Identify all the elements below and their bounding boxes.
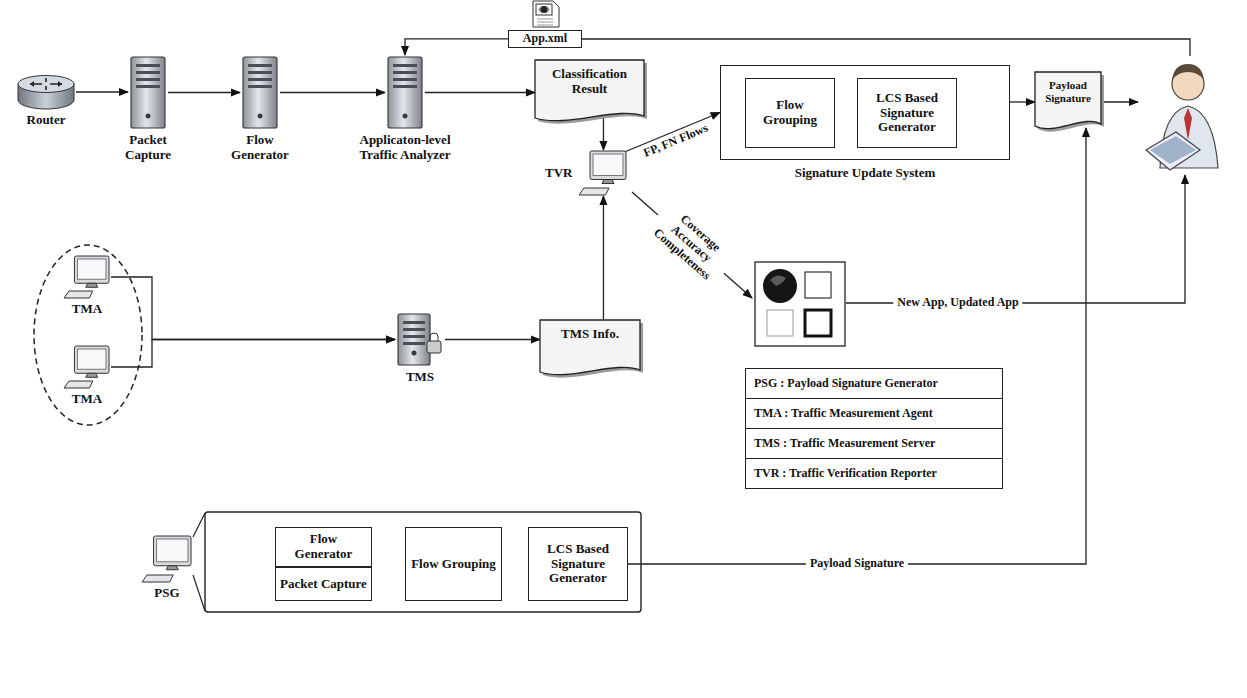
node-text: TVR — [545, 166, 572, 181]
node-text: LCS Based Signature Generator — [533, 542, 623, 587]
connector-arrow — [405, 39, 508, 55]
node-text: Flow Grouping — [411, 557, 496, 572]
device-icon — [385, 55, 425, 130]
device-node: TVR — [545, 150, 628, 196]
psg-callout — [193, 512, 641, 612]
connector-arrow — [425, 92, 535, 93]
device-node: TMA — [58, 345, 116, 407]
feedback-line — [582, 39, 1190, 56]
node-text: Classification Result — [539, 67, 640, 97]
legend-table-cell: TMA : Traffic Measurement Agent — [745, 398, 1003, 429]
pc-icon — [64, 256, 109, 298]
connector-arrow — [280, 92, 385, 93]
node-text: TMS — [406, 370, 434, 385]
process-box: Flow Generator — [275, 527, 372, 567]
administrator-figure — [1146, 64, 1218, 170]
device-node: TMS — [390, 312, 450, 385]
legend-table-cell: TVR : Traffic Verification Reporter — [745, 458, 1003, 489]
node-text: TMS Info. — [561, 327, 619, 342]
line-label: New App, Updated App — [893, 295, 1022, 311]
device-icon — [395, 312, 445, 367]
process-box: Packet Capture — [275, 567, 372, 601]
device-icon — [240, 55, 280, 130]
connector-arrow — [603, 116, 604, 150]
node-text: Signature Update System — [721, 166, 1009, 181]
pc-icon — [142, 536, 191, 582]
node-text: Payload Signature — [1039, 79, 1097, 104]
node-text: TMA — [72, 302, 102, 317]
pc-icon — [579, 151, 626, 195]
connector-arrow — [111, 340, 395, 368]
file-label-box: App.xml — [508, 30, 582, 48]
edge-label: Payload Signature — [806, 557, 908, 571]
new-app-line — [846, 175, 1185, 303]
pc-icon — [64, 346, 109, 388]
router-icon — [18, 76, 74, 110]
node-text: Packet Capture — [280, 577, 367, 592]
connector-arrow — [111, 277, 395, 340]
document-node: Classification Result — [535, 60, 644, 124]
node-text: Router — [27, 113, 66, 128]
device-node: Router — [10, 74, 82, 128]
xml-file-node: App.xml — [508, 0, 582, 48]
connector-arrow — [168, 92, 240, 93]
device-node: Applicaton-level Traffic Analyzer — [345, 55, 465, 163]
node-text: Applicaton-level Traffic Analyzer — [345, 133, 465, 163]
connector-arrow — [628, 128, 1086, 564]
node-text: Flow Generator — [225, 133, 295, 163]
device-icon — [63, 345, 111, 389]
tma-group-ellipse — [34, 245, 142, 425]
connector-arrow — [603, 196, 604, 320]
legend-table-cell: PSG : Payload Signature Generator — [745, 368, 1003, 399]
device-icon — [128, 55, 168, 130]
report-panel — [755, 262, 845, 346]
line-label: Coverage Accuracy Completeness — [644, 199, 739, 289]
connector-arrow — [445, 339, 540, 340]
server-icon — [243, 57, 277, 128]
page-icon — [533, 1, 559, 27]
report-line — [632, 192, 752, 298]
legend-table-cell: TMS : Traffic Measurement Server — [745, 428, 1003, 459]
node-text: PSG — [154, 586, 179, 601]
process-box: LCS Based Signature Generator — [857, 78, 957, 148]
connector-arrow — [76, 91, 128, 92]
tms-icon — [398, 314, 441, 365]
node-text: Flow Grouping — [750, 98, 830, 128]
device-icon — [63, 255, 111, 299]
process-box: Flow Grouping — [405, 527, 502, 601]
edge-label: FP, FN Flows — [638, 120, 714, 162]
device-icon — [16, 74, 76, 110]
process-box: Flow Grouping — [745, 78, 835, 148]
device-icon — [578, 150, 628, 196]
node-text: TMA — [72, 392, 102, 407]
document-node: Payload Signature — [1035, 72, 1101, 132]
server-icon — [131, 57, 165, 128]
node-text: App.xml — [512, 32, 578, 46]
connector-arrow — [1010, 101, 1035, 102]
device-node: TMA — [58, 255, 116, 317]
document-node: TMS Info. — [540, 320, 640, 378]
device-node: Packet Capture — [113, 55, 183, 163]
process-box: LCS Based Signature Generator — [528, 527, 628, 601]
node-text: Flow Generator — [280, 532, 367, 562]
device-icon — [141, 535, 193, 583]
system-box: Signature Update SystemFlow GroupingLCS … — [720, 65, 1010, 160]
node-text: Packet Capture — [113, 133, 183, 163]
server-icon — [388, 57, 422, 128]
device-node: PSG — [136, 535, 198, 601]
node-text: LCS Based Signature Generator — [862, 91, 952, 136]
file-icon — [527, 0, 563, 28]
device-node: Flow Generator — [225, 55, 295, 163]
